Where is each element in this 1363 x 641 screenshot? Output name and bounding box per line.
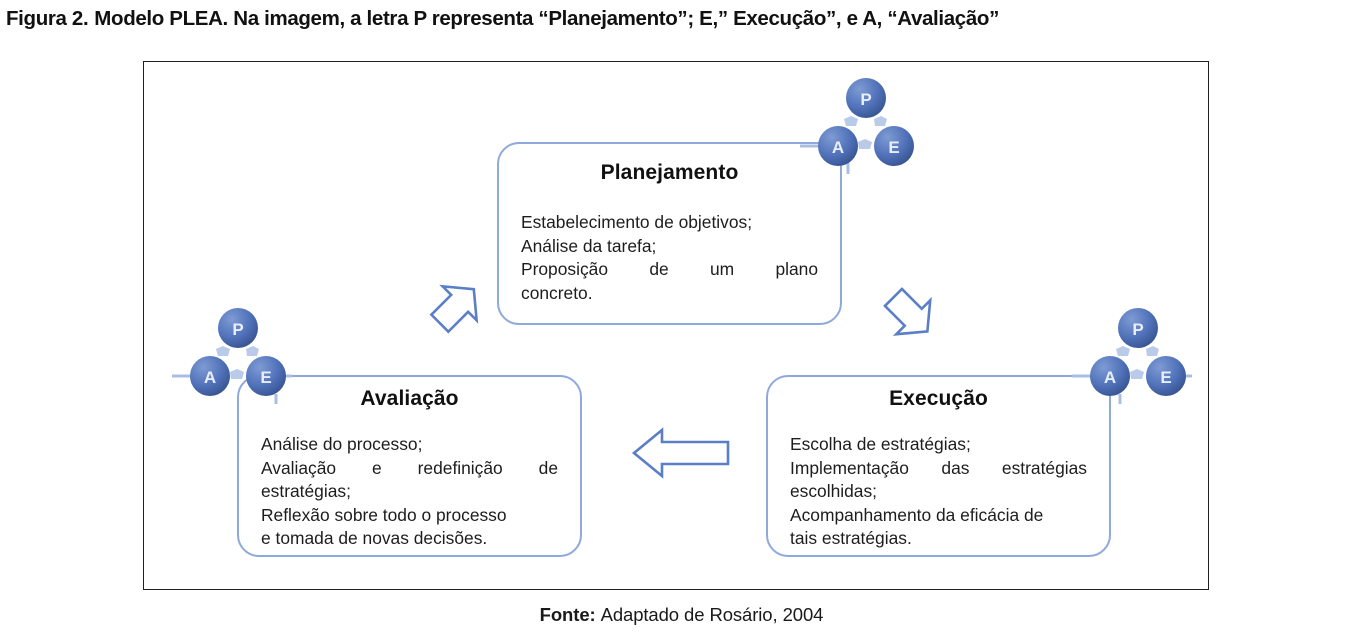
pae-cluster-execucao: P A E xyxy=(1072,308,1192,404)
circle-e-label: E xyxy=(888,138,899,157)
box-planejamento-line-1: Estabelecimento de objetivos; xyxy=(521,212,753,232)
figure-source-label: Fonte: xyxy=(539,604,596,625)
circle-e-label: E xyxy=(260,368,271,387)
connector-node-pe xyxy=(1146,346,1159,356)
box-planejamento-line-2: Análise da tarefa; xyxy=(521,235,657,256)
box-avaliacao-line-1: Análise do processo; xyxy=(261,434,423,454)
arrow-planejamento-to-execucao xyxy=(883,287,932,336)
box-planejamento-title: Planejamento xyxy=(600,161,739,184)
box-execucao-line-2: Implementação das estratégias xyxy=(790,457,1087,478)
box-execucao-line-4: Acompanhamento da eficácia de xyxy=(790,504,1044,525)
connector-node-ae xyxy=(1130,369,1144,379)
figure-caption-label: Figura 2. xyxy=(6,7,89,30)
pae-cluster-avaliacao: P A E xyxy=(172,308,292,404)
circle-a-label: A xyxy=(204,368,216,387)
box-planejamento-line-3: Proposição de um plano xyxy=(521,259,818,279)
circle-e xyxy=(1146,356,1186,396)
box-execucao-line-5: tais estratégias. xyxy=(790,528,912,548)
box-avaliacao-line-3: estratégias; xyxy=(261,481,351,501)
figure-caption: Figura 2.Modelo PLEA. Na imagem, a letra… xyxy=(6,4,1356,34)
connector-node-pa xyxy=(844,116,858,126)
box-avaliacao: Avaliação Análise do processo; Avaliação… xyxy=(237,375,582,557)
box-planejamento-line-4: concreto. xyxy=(521,282,593,303)
box-avaliacao-line-2: Avaliação e redefinição de xyxy=(261,457,558,478)
connector-node-ae xyxy=(230,369,244,379)
box-avaliacao-line-4: Reflexão sobre todo o processo xyxy=(261,504,507,525)
connector-node-pe xyxy=(246,346,259,356)
figure-source-text: Adaptado de Rosário, 2004 xyxy=(600,604,824,625)
circle-a xyxy=(1090,356,1130,396)
box-avaliacao-line-5: e tomada de novas decisões. xyxy=(261,528,488,548)
circle-a-label: A xyxy=(1104,368,1116,387)
circle-a xyxy=(818,126,858,166)
figure-caption-text: Modelo PLEA. Na imagem, a letra P repres… xyxy=(94,7,999,30)
connector-node-ae xyxy=(858,139,872,149)
circle-p-label: P xyxy=(860,90,871,109)
circle-e xyxy=(874,126,914,166)
figure-source: Fonte:Adaptado de Rosário, 2004 xyxy=(0,604,1363,626)
box-execucao-line-1: Escolha de estratégias; xyxy=(790,434,971,454)
circle-a xyxy=(190,356,230,396)
box-execucao: Execução Escolha de estratégias; Impleme… xyxy=(766,375,1111,557)
box-execucao-title: Execução xyxy=(889,387,988,410)
circle-e xyxy=(246,356,286,396)
arrow-avaliacao-to-planejamento xyxy=(429,284,479,334)
connector-node-pe xyxy=(874,116,887,126)
box-planejamento-body: Estabelecimento de objetivos; Análise da… xyxy=(521,211,818,305)
box-planejamento: Planejamento Estabelecimento de objetivo… xyxy=(497,142,842,325)
box-execucao-body: Escolha de estratégias; Implementação da… xyxy=(790,433,1087,551)
circle-p xyxy=(218,308,258,348)
circle-p-label: P xyxy=(232,320,243,339)
circle-e-label: E xyxy=(1160,368,1171,387)
arrow-execucao-to-avaliacao xyxy=(631,427,730,479)
circle-p xyxy=(1118,308,1158,348)
circle-p xyxy=(846,78,886,118)
circle-a-label: A xyxy=(832,138,844,157)
connector-node-pa xyxy=(1116,346,1130,356)
circle-p-label: P xyxy=(1132,320,1143,339)
pae-cluster-planejamento: P A E xyxy=(800,78,914,174)
box-avaliacao-title: Avaliação xyxy=(360,387,459,410)
box-avaliacao-body: Análise do processo; Avaliação e redefin… xyxy=(261,433,558,551)
connector-node-pa xyxy=(216,346,230,356)
box-execucao-line-3: escolhidas; xyxy=(790,481,878,501)
